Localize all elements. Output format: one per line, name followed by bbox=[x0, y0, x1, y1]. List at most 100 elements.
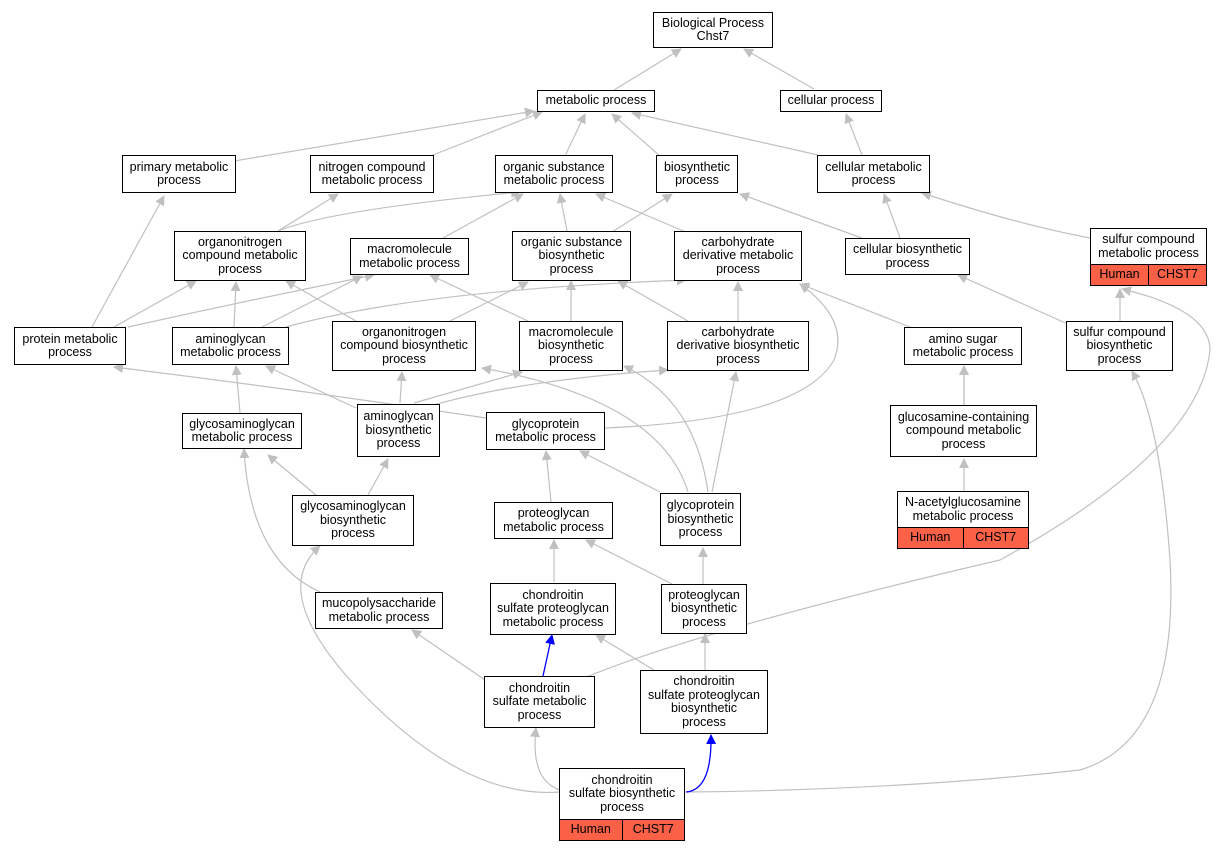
node-proteoglycan-metabolic-process[interactable]: proteoglycan metabolic process bbox=[494, 502, 613, 539]
edge-aminobio-to-organobio bbox=[396, 371, 407, 404]
node-chondroitin-sulfate-proteoglycan-metabolic-process[interactable]: chondroitin sulfate proteoglycan metabol… bbox=[490, 583, 616, 635]
node-organonitrogen-compound-biosynthetic-process[interactable]: organonitrogen compound biosynthetic pro… bbox=[332, 321, 476, 371]
node-glycosaminoglycan-biosynthetic-process[interactable]: glycosaminoglycan biosynthetic process bbox=[292, 495, 414, 546]
node-label: proteoglycan metabolic process bbox=[503, 506, 604, 534]
node-aminoglycan-biosynthetic-process[interactable]: aminoglycan biosynthetic process bbox=[357, 404, 440, 457]
node-cellular-metabolic-process[interactable]: cellular metabolic process bbox=[817, 155, 930, 193]
node-aminoglycan-metabolic-process[interactable]: aminoglycan metabolic process bbox=[172, 327, 289, 365]
node-primary-metabolic-process[interactable]: primary metabolic process bbox=[122, 155, 236, 193]
edge-protein-to-macro bbox=[127, 271, 375, 328]
species-tag: Human bbox=[1091, 265, 1148, 285]
node-macromolecule-biosynthetic-process[interactable]: macromolecule biosynthetic process bbox=[519, 321, 623, 371]
node-carbohydrate-derivative-biosynthetic-process[interactable]: carbohydrate derivative biosynthetic pro… bbox=[667, 321, 809, 371]
node-label: chondroitin sulfate biosynthetic process bbox=[568, 772, 676, 814]
node-glycoprotein-biosynthetic-process[interactable]: glycoprotein biosynthetic process bbox=[660, 493, 741, 546]
node-organonitrogen-compound-metabolic-process[interactable]: organonitrogen compound metabolic proces… bbox=[174, 231, 306, 281]
species-tag: Human bbox=[898, 528, 963, 548]
node-label: N-acetylglucosamine metabolic process bbox=[904, 495, 1022, 523]
edge-aminobio-to-amino bbox=[265, 365, 357, 409]
annotation-row: Human CHST7 bbox=[560, 819, 684, 840]
edge-gagbio-to-gagmet bbox=[267, 454, 317, 496]
node-label: aminoglycan metabolic process bbox=[180, 331, 281, 359]
node-label: organonitrogen compound metabolic proces… bbox=[182, 234, 298, 276]
node-cellular-process[interactable]: cellular process bbox=[780, 90, 882, 112]
node-chondroitin-sulfate-metabolic-process[interactable]: chondroitin sulfate metabolic process bbox=[484, 676, 595, 728]
edge-cspgbio-to-cspgmet bbox=[595, 634, 655, 671]
node-n-acetylglucosamine-metabolic-process[interactable]: N-acetylglucosamine metabolic process Hu… bbox=[897, 491, 1029, 549]
node-label: glycosaminoglycan biosynthetic process bbox=[300, 499, 406, 541]
node-metabolic-process[interactable]: metabolic process bbox=[537, 90, 655, 112]
node-protein-metabolic-process[interactable]: protein metabolic process bbox=[14, 327, 126, 365]
node-organic-substance-biosynthetic-process[interactable]: organic substance biosynthetic process bbox=[512, 231, 631, 281]
gene-tag: CHST7 bbox=[1148, 265, 1206, 285]
node-label: proteoglycan biosynthetic process bbox=[668, 587, 740, 629]
node-chondroitin-sulfate-proteoglycan-biosynthetic-process[interactable]: chondroitin sulfate proteoglycan biosynt… bbox=[640, 670, 768, 734]
edge-carbmet-to-orgsub bbox=[595, 192, 687, 233]
edge-carbbio-to-orgsubbio bbox=[617, 280, 689, 322]
highlight-edge-csmet-to-cspgmet bbox=[542, 634, 555, 677]
node-label: glycoprotein metabolic process bbox=[495, 416, 596, 444]
edge-organobio-to-orgsubbio bbox=[449, 281, 529, 322]
edge-cellular-to-bp bbox=[743, 48, 815, 90]
node-label: organonitrogen compound biosynthetic pro… bbox=[340, 324, 468, 366]
node-cellular-biosynthetic-process[interactable]: cellular biosynthetic process bbox=[845, 238, 970, 275]
edge-macro-to-orgsub bbox=[442, 193, 524, 239]
edge-glycobio-to-organobio bbox=[481, 364, 689, 493]
edge-protein-to-primary bbox=[91, 195, 165, 328]
node-label: sulfur compound metabolic process bbox=[1098, 232, 1199, 260]
node-label: cellular process bbox=[787, 93, 875, 108]
node-mucopolysaccharide-metabolic-process[interactable]: mucopolysaccharide metabolic process bbox=[315, 592, 443, 629]
node-label: glycosaminoglycan metabolic process bbox=[189, 416, 295, 444]
node-label: organic substance metabolic process bbox=[503, 159, 605, 187]
edge-sulfurbio-to-cellbio bbox=[957, 274, 1071, 326]
edge-glycobio-to-macrobio bbox=[623, 365, 709, 493]
edge-metabolic-to-bp bbox=[613, 48, 682, 91]
node-label: cellular metabolic process bbox=[825, 159, 922, 187]
highlight-edge-csbio-to-cspgbio bbox=[685, 734, 717, 793]
edge-gagbio-to-aminobio bbox=[367, 458, 389, 496]
node-label: nitrogen compound metabolic process bbox=[318, 159, 426, 187]
node-label: macromolecule metabolic process bbox=[359, 242, 460, 270]
edge-organo-to-orgsub bbox=[277, 187, 521, 232]
node-label: carbohydrate derivative metabolic proces… bbox=[682, 234, 794, 276]
edge-pgmet-to-glycomet bbox=[541, 450, 552, 503]
species-tag: Human bbox=[560, 820, 622, 840]
edge-organo-to-nitrogen bbox=[277, 193, 339, 232]
edge-csmet-to-mucop bbox=[411, 629, 489, 683]
node-label: Biological Process Chst7 bbox=[661, 15, 765, 43]
node-label: chondroitin sulfate proteoglycan biosynt… bbox=[648, 674, 760, 729]
node-chondroitin-sulfate-biosynthetic-process[interactable]: chondroitin sulfate biosynthetic process… bbox=[559, 768, 685, 841]
node-glycoprotein-metabolic-process[interactable]: glycoprotein metabolic process bbox=[486, 412, 605, 450]
edge-csbio-to-gagbio bbox=[300, 545, 561, 794]
node-proteoglycan-biosynthetic-process[interactable]: proteoglycan biosynthetic process bbox=[661, 584, 747, 634]
node-carbohydrate-derivative-metabolic-process[interactable]: carbohydrate derivative metabolic proces… bbox=[674, 231, 802, 281]
node-glucosamine-containing-compound-metabolic-process[interactable]: glucosamine-containing compound metaboli… bbox=[890, 405, 1037, 457]
node-organic-substance-metabolic-process[interactable]: organic substance metabolic process bbox=[495, 155, 613, 193]
node-label: primary metabolic process bbox=[129, 159, 229, 187]
annotation-row: Human CHST7 bbox=[1091, 264, 1206, 285]
node-label: glycoprotein biosynthetic process bbox=[666, 498, 735, 540]
edge-nitrogen-to-metabolic bbox=[427, 110, 543, 158]
edge-cellmet-to-metabolic bbox=[631, 110, 819, 156]
node-nitrogen-compound-metabolic-process[interactable]: nitrogen compound metabolic process bbox=[310, 155, 434, 193]
gene-tag: CHST7 bbox=[962, 528, 1028, 548]
edge-protein-to-organo bbox=[113, 280, 197, 328]
edge-glycobio-to-carbbio bbox=[711, 371, 740, 493]
node-amino-sugar-metabolic-process[interactable]: amino sugar metabolic process bbox=[904, 327, 1022, 365]
node-macromolecule-metabolic-process[interactable]: macromolecule metabolic process bbox=[350, 238, 469, 275]
edge-cellbio-to-cellmet bbox=[882, 193, 901, 239]
node-biosynthetic-process[interactable]: biosynthetic process bbox=[656, 155, 738, 193]
edge-csbio-to-sulfurbio bbox=[685, 370, 1172, 793]
node-glycosaminoglycan-metabolic-process[interactable]: glycosaminoglycan metabolic process bbox=[182, 413, 302, 449]
edge-cellbio-to-biosyn bbox=[739, 192, 863, 239]
edge-sulfurmet-to-cellmet bbox=[921, 191, 1091, 239]
node-label: cellular biosynthetic process bbox=[852, 242, 963, 270]
edge-orgsubbio-to-orgsub bbox=[556, 193, 568, 232]
node-label: chondroitin sulfate metabolic process bbox=[492, 680, 587, 722]
node-sulfur-compound-metabolic-process[interactable]: sulfur compound metabolic process Human … bbox=[1090, 228, 1207, 286]
node-sulfur-compound-biosynthetic-process[interactable]: sulfur compound biosynthetic process bbox=[1066, 321, 1173, 371]
edge-aminosugar-to-carbmet bbox=[799, 282, 911, 328]
edge-csbio-to-csmet bbox=[530, 727, 561, 791]
node-biological-process-chst7[interactable]: Biological Process Chst7 bbox=[653, 12, 773, 48]
